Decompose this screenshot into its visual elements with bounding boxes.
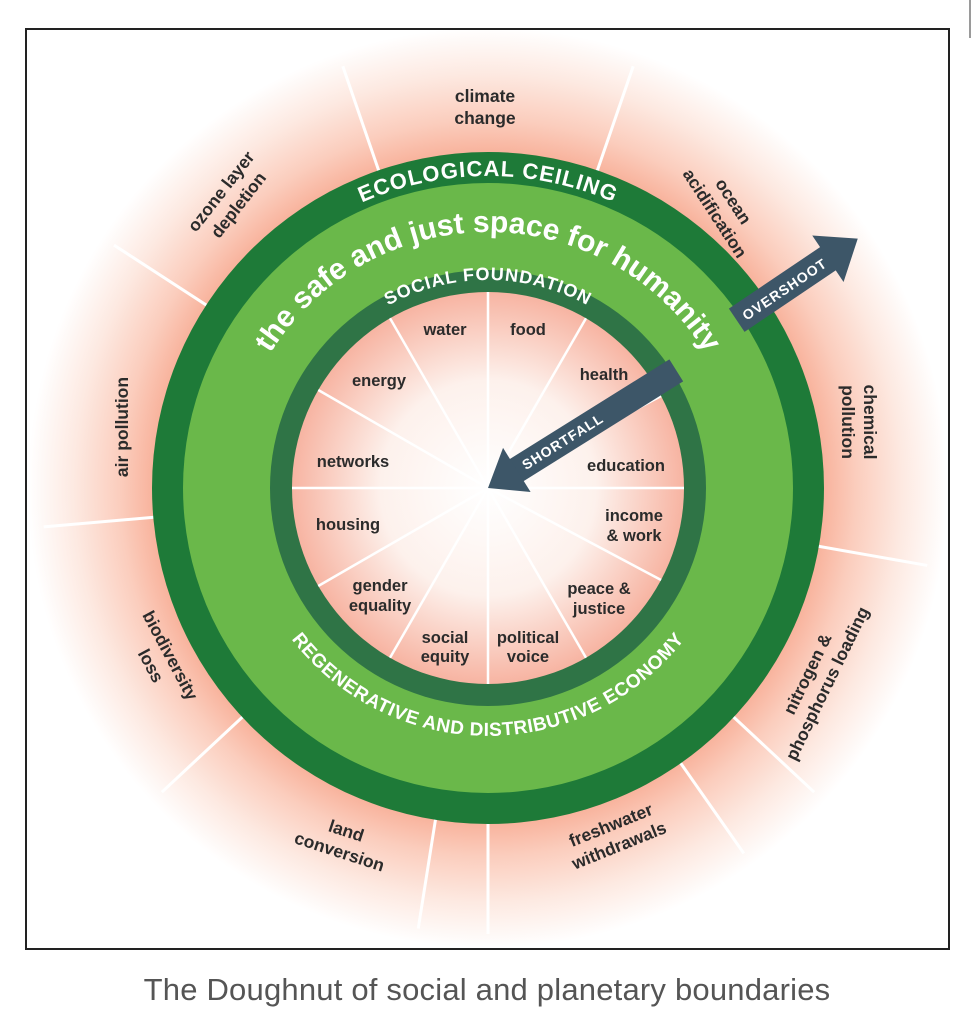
- label-gender-equality-2: equality: [349, 597, 412, 615]
- label-gender-equality-1: gender: [352, 577, 408, 595]
- label-social-equity-2: equity: [421, 648, 470, 666]
- label-political-voice-1: political: [497, 629, 559, 647]
- doughnut-diagram: ECOLOGICAL CEILING the safe and just spa…: [27, 30, 948, 948]
- label-peace-justice-2: justice: [572, 600, 625, 618]
- social-dividers: [292, 292, 684, 684]
- label-energy: energy: [352, 372, 407, 390]
- label-political-voice-2: voice: [507, 648, 549, 666]
- label-food: food: [510, 321, 546, 339]
- label-water: water: [422, 321, 467, 339]
- label-housing: housing: [316, 516, 380, 534]
- label-health: health: [580, 366, 629, 384]
- diagram-frame: ECOLOGICAL CEILING the safe and just spa…: [25, 28, 950, 950]
- label-networks: networks: [317, 453, 389, 471]
- label-climate-change-1: climate: [455, 86, 516, 106]
- label-social-equity-1: social: [422, 629, 469, 647]
- label-chemical-pollution-1: chemical: [860, 385, 880, 460]
- label-peace-justice-1: peace &: [567, 580, 630, 598]
- label-air-pollution: air pollution: [112, 377, 132, 477]
- label-climate-change-2: change: [454, 108, 516, 128]
- scrollbar-edge[interactable]: [969, 0, 971, 38]
- label-education: education: [587, 457, 665, 475]
- social-foundation-items: water food health education income & wor…: [316, 321, 665, 666]
- label-chemical-pollution-2: pollution: [838, 385, 858, 459]
- label-income-work-1: income: [605, 507, 663, 525]
- label-income-work-2: & work: [606, 527, 662, 545]
- figure-caption: The Doughnut of social and planetary bou…: [143, 972, 831, 1007]
